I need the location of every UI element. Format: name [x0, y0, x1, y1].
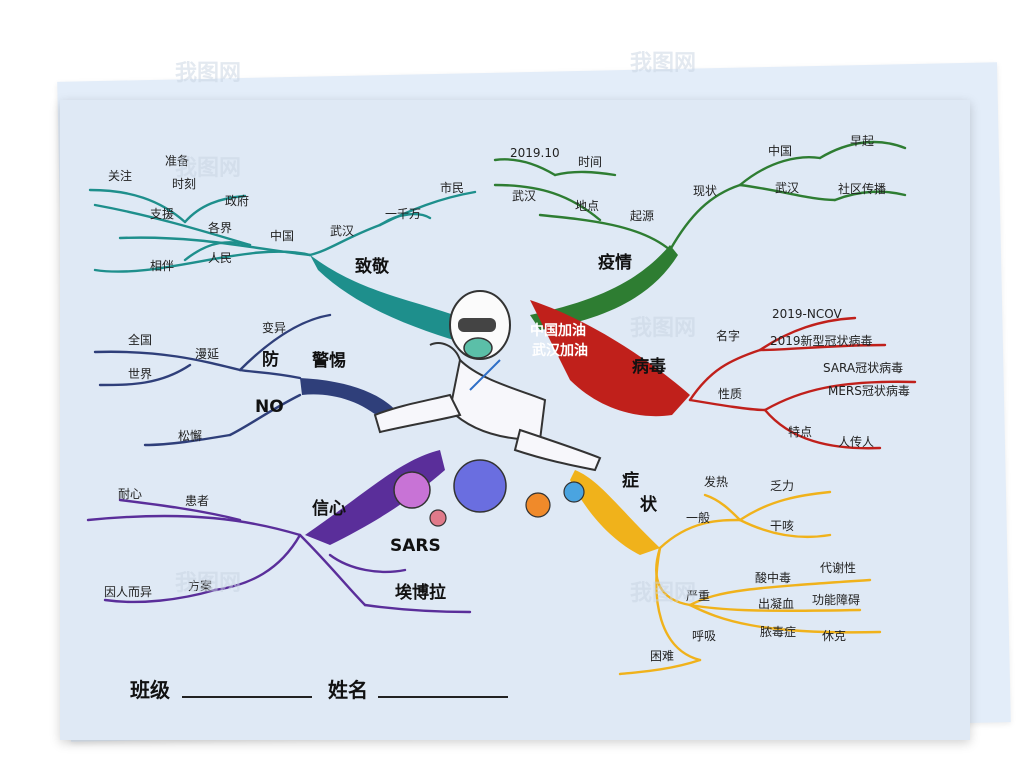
node-xianzhuang: 现状	[693, 184, 717, 198]
branch-lines-zhijing	[88, 188, 477, 273]
branch-title-zhijing: 致敬	[355, 256, 390, 277]
trunk-zhengzhuang	[570, 470, 660, 555]
node-shijian: 时间	[578, 155, 602, 169]
footer-name-label: 姓名	[328, 678, 368, 702]
node-xingzhi: 性质	[718, 387, 742, 401]
node-fangan: 方案	[188, 578, 212, 593]
node-mingzi: 名字	[716, 328, 740, 343]
node-huxi: 呼吸	[692, 629, 716, 643]
branch-title-xinxin: 信心	[312, 498, 346, 519]
node-wuhan-origin: 武汉	[512, 189, 536, 203]
node-shijie: 世界	[128, 367, 152, 381]
node-zhongguo: 中国	[270, 228, 294, 243]
svg-text:我图网: 我图网	[630, 51, 696, 76]
node-no: NO	[255, 397, 284, 417]
node-fang: 防	[262, 349, 279, 370]
node-gejie: 各界	[208, 220, 232, 235]
branch-lines-bingdu	[688, 316, 917, 450]
node-wuhan: 武汉	[330, 224, 354, 238]
node-huanzhe: 患者	[185, 494, 209, 508]
node-daixiexing: 代谢性	[820, 560, 856, 575]
node-fare: 发热	[704, 474, 728, 489]
node-chuningxue: 出凝血	[758, 596, 794, 611]
node-sars: SARS	[390, 536, 441, 556]
node-yanzhong: 严重	[686, 589, 710, 603]
node-shimin: 市民	[440, 180, 464, 195]
svg-text:我图网: 我图网	[630, 581, 696, 606]
trunk-jingti	[300, 378, 400, 420]
node-didian: 地点	[575, 199, 599, 213]
slogan-line-2: 武汉加油	[532, 342, 588, 359]
node-qiyuan: 起源	[630, 209, 654, 223]
node-shequ: 社区传播	[838, 181, 886, 196]
node-xiuke: 休克	[822, 629, 846, 643]
node-zhiyuan: 支援	[150, 207, 174, 221]
node-zaoqi: 早起	[850, 134, 874, 148]
node-renchuanren: 人传人	[838, 434, 874, 449]
node-ganke: 干咳	[770, 519, 794, 533]
node-bianyi: 变异	[262, 320, 286, 335]
svg-text:我图网: 我图网	[175, 61, 241, 86]
branch-lines-zhengzhuang	[618, 490, 882, 676]
hazmat-hero-illustration	[373, 290, 602, 472]
branch-lines-yiqing	[493, 140, 907, 252]
trunk-yiqing	[530, 245, 678, 330]
branch-title-jingti: 警惕	[311, 350, 346, 371]
svg-text:我图网: 我图网	[175, 571, 241, 596]
node-nongduzheng: 脓毒症	[760, 624, 796, 639]
node-zhunbei: 准备	[165, 154, 189, 168]
node-yiqianwan: 一千万	[385, 207, 421, 221]
node-ebola: 埃博拉	[395, 582, 446, 603]
trunk-zhijing	[310, 255, 490, 345]
red-cape	[530, 300, 690, 417]
node-gongneng: 功能障碍	[812, 592, 860, 607]
branch-lines-jingti	[93, 313, 332, 447]
node-xinxing: 2019新型冠状病毒	[770, 333, 873, 348]
branch-title-zhuang: 状	[640, 494, 658, 515]
node-sara: SARA冠状病毒	[823, 360, 903, 375]
svg-text:我图网: 我图网	[630, 316, 696, 341]
branch-lines-xinxin	[86, 498, 472, 614]
node-shike: 时刻	[172, 177, 196, 191]
node-suanzhongdu: 酸中毒	[755, 570, 791, 585]
node-manyan: 漫延	[195, 347, 219, 361]
node-zhongguo-status: 中国	[768, 143, 792, 158]
node-ncov: 2019-NCOV	[772, 307, 842, 321]
watermark-logos: 我图网 我图网 我图网 我图网 我图网 我图网	[175, 51, 696, 606]
footer-class-label: 班级	[130, 678, 170, 702]
node-yinrenyiyi: 因人而异	[104, 585, 152, 599]
branch-title-zheng: 症	[622, 470, 639, 491]
node-wuhan-status: 武汉	[775, 181, 799, 195]
node-songxie: 松懈	[178, 428, 202, 443]
node-zhengfu: 政府	[225, 193, 249, 208]
node-guanzhu: 关注	[108, 168, 132, 183]
node-naixin: 耐心	[118, 487, 142, 501]
node-xiangban: 相伴	[150, 259, 174, 273]
node-tedian: 特点	[788, 424, 812, 439]
node-fali: 乏力	[770, 479, 794, 493]
node-mers: MERS冠状病毒	[828, 383, 910, 398]
node-date: 2019.10	[510, 146, 560, 160]
node-quanguo: 全国	[128, 332, 152, 347]
node-yiban: 一般	[686, 510, 710, 525]
node-kunnan: 困难	[650, 649, 674, 663]
branch-title-yiqing: 疫情	[598, 252, 632, 273]
virus-illustrations	[393, 459, 585, 527]
svg-text:我图网: 我图网	[175, 156, 241, 181]
slogan-line-1: 中国加油	[530, 322, 586, 339]
node-renmin: 人民	[208, 251, 232, 265]
branch-title-bingdu: 病毒	[632, 356, 666, 377]
